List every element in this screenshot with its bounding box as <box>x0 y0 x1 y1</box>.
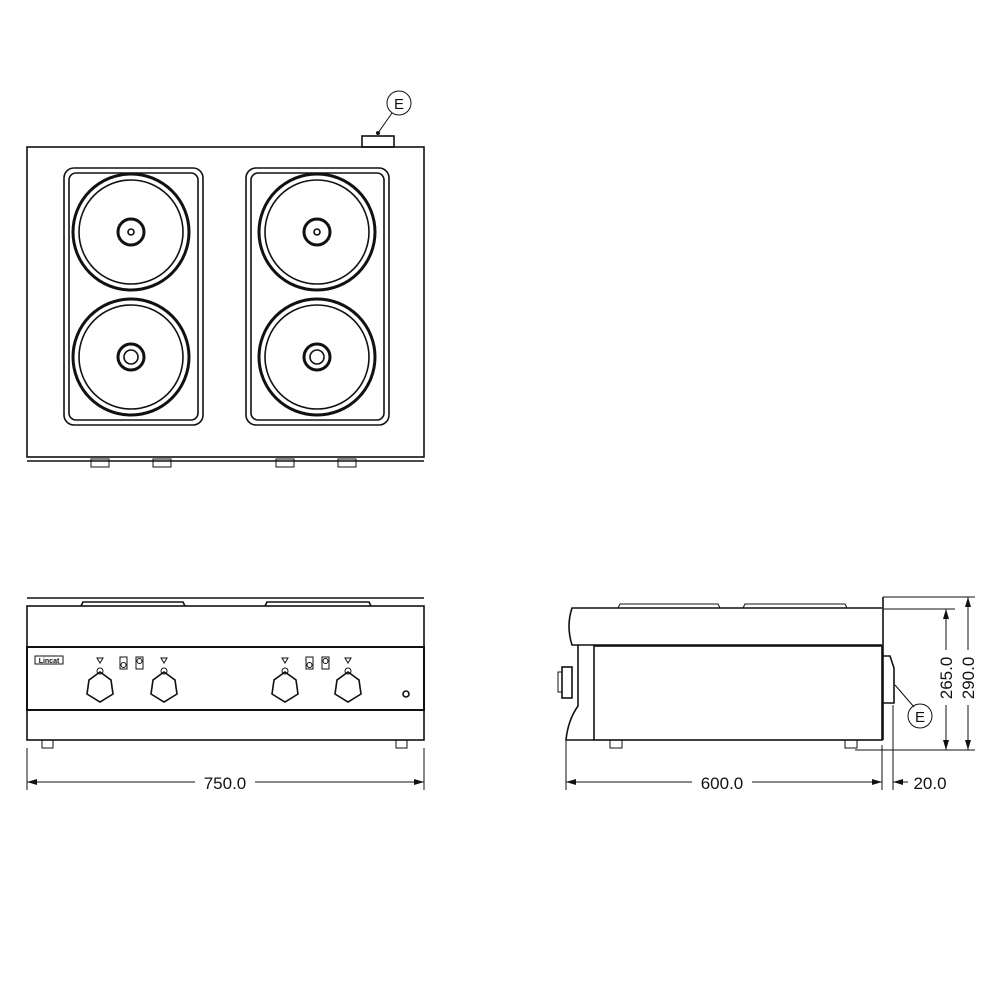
control-knobs[interactable] <box>86 657 362 703</box>
brand-logo <box>34 655 64 665</box>
top-view: E <box>26 90 425 468</box>
electrical-connector <box>361 135 395 148</box>
callout-balloon-e <box>386 90 412 116</box>
callout-label: E <box>394 96 404 113</box>
knob-stems <box>90 458 357 468</box>
front-view: Lincat 750.0 <box>26 597 425 793</box>
brand-logo-text: Lincat <box>39 658 60 665</box>
indicator-lights <box>119 656 330 670</box>
side-view: E 265.0 290.0 600.0 20.0 <box>557 596 978 793</box>
burner <box>257 172 377 292</box>
burner <box>257 297 377 417</box>
callout-balloon-e <box>907 703 933 729</box>
callout-label: E <box>915 709 925 726</box>
burner <box>71 297 191 417</box>
dimension-height-body: 265.0 <box>937 657 956 700</box>
dimension-width: 750.0 <box>204 774 247 793</box>
hob-plate-left <box>63 167 204 426</box>
dimension-height-total: 290.0 <box>959 657 978 700</box>
hob-plate-right <box>245 167 390 426</box>
burner <box>71 172 191 292</box>
side-knob <box>561 666 573 699</box>
dimension-offset: 20.0 <box>913 774 946 793</box>
dimension-depth: 600.0 <box>701 774 744 793</box>
